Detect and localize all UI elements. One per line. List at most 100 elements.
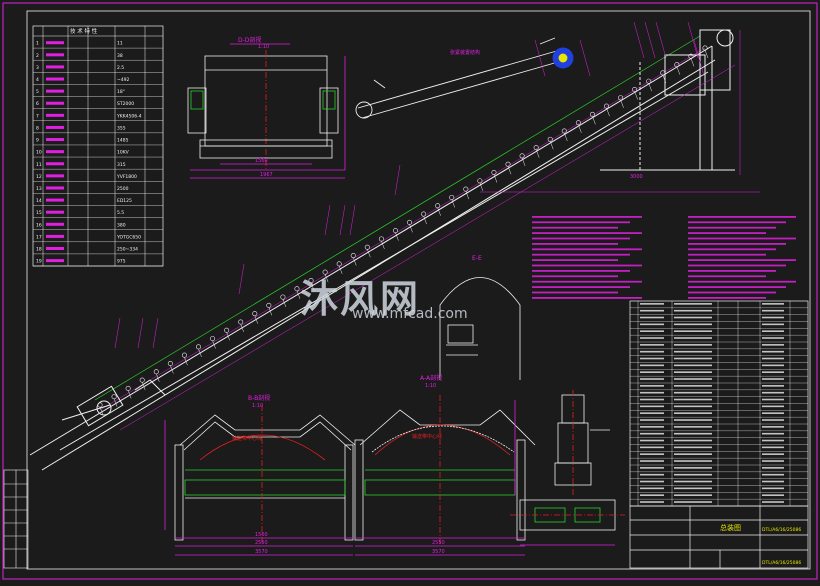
tech-table-header: 技 术 特 性 <box>70 27 98 35</box>
dim-dd-2: 1967 <box>260 172 273 178</box>
title-code: DTL/A6/16/25086 <box>762 527 801 533</box>
tech-row-label <box>46 53 64 57</box>
tech-row-value: 975 <box>117 259 126 265</box>
tech-row-label <box>46 65 64 69</box>
tech-row-value: 250~334 <box>117 247 138 253</box>
svg-text:张紧装置结构: 张紧装置结构 <box>450 49 480 56</box>
view-aa: A-A剖视 1:10 输送带中心线 2550 3570 <box>354 374 536 556</box>
main-conveyor: 3000 <box>29 29 760 471</box>
svg-text:输送带中心线: 输送带中心线 <box>232 435 262 442</box>
idler <box>294 286 300 292</box>
view-ee: E-E <box>439 255 521 380</box>
idler <box>435 203 441 209</box>
view-bb-scale: 1:10 <box>252 403 263 409</box>
tech-row-value: 2500 <box>117 186 129 192</box>
tech-row-label <box>46 234 64 238</box>
idler <box>252 311 258 317</box>
tech-row-label <box>46 125 64 129</box>
view-dd-title: D-D剖视 <box>238 36 261 44</box>
idler <box>632 87 638 93</box>
tech-row-no: 11 <box>36 162 42 168</box>
idler <box>407 219 413 225</box>
view-dd: D-D剖视 1:10 1560 1967 <box>187 36 346 179</box>
tech-row-value: 315 <box>117 162 126 168</box>
tech-row-no: 15 <box>36 210 42 216</box>
tech-row-value: 355 <box>117 125 126 131</box>
tech-row-label <box>46 150 64 154</box>
dim-bb-1: 1560 <box>255 532 268 538</box>
view-aa-title: A-A剖视 <box>420 374 442 382</box>
tech-row-no: 10 <box>36 150 42 156</box>
tech-row-label <box>46 222 64 226</box>
tech-row-no: 8 <box>36 125 39 131</box>
idler <box>477 178 483 184</box>
tech-row-no: 4 <box>36 77 39 83</box>
tech-row-value: 380 <box>117 222 126 228</box>
tech-row-label <box>46 162 64 166</box>
tech-row-value: 5.5 <box>117 210 124 216</box>
view-bb-title: B-B剖视 <box>248 394 270 402</box>
tech-row-label <box>46 138 64 142</box>
tech-row-no: 17 <box>36 234 42 240</box>
tech-row-value: YOTGC650 <box>116 234 141 240</box>
tech-row-value: 11 <box>117 41 123 47</box>
tech-row-value: 18° <box>117 89 125 95</box>
part-balloons <box>114 164 401 349</box>
tech-row-label <box>46 113 64 117</box>
idler <box>238 319 244 325</box>
tech-row-label <box>46 247 64 251</box>
tech-row-label <box>46 89 64 93</box>
drive-unit <box>510 390 625 546</box>
dim-dd-1: 1560 <box>255 158 268 164</box>
tech-row-value: YKK4506-4 <box>116 113 142 119</box>
dim-aa-1: 2550 <box>432 540 445 546</box>
idler <box>646 78 652 84</box>
view-ee-title: E-E <box>472 255 482 262</box>
inner-border <box>26 10 811 570</box>
idler <box>280 294 286 300</box>
idler <box>392 228 398 234</box>
tech-row-no: 7 <box>36 113 39 119</box>
idler <box>421 211 427 217</box>
tech-row-value: 2.5 <box>117 65 124 71</box>
idler <box>660 70 666 76</box>
watermark-url: www.mfcad.com <box>352 306 468 322</box>
title-block: 总装图 DTL/A6/16/25086 DTL/A6/16/25086 <box>629 505 809 569</box>
idler <box>350 253 356 259</box>
view-aa-scale: 1:10 <box>425 383 436 389</box>
tech-row-label <box>46 186 64 190</box>
technical-notes <box>532 216 796 299</box>
tech-row-label <box>46 101 64 105</box>
revision-table <box>3 469 29 569</box>
idler <box>139 377 145 383</box>
tensioner-assembly: 张紧装置结构 <box>355 37 574 119</box>
tech-row-label <box>46 174 64 178</box>
tech-row-value: 38 <box>117 53 123 59</box>
top-balloons <box>534 21 705 77</box>
idler <box>463 186 469 192</box>
idler <box>449 194 455 200</box>
dim-bb-2: 2550 <box>255 540 268 546</box>
tech-row-no: 19 <box>36 259 42 265</box>
tech-row-label <box>46 210 64 214</box>
tech-row-label <box>46 41 64 45</box>
tech-row-no: 1 <box>36 41 39 47</box>
tech-row-value: ED125 <box>117 198 132 204</box>
idler <box>153 369 159 375</box>
view-bb: B-B剖视 1:10 输送带中心线 1560 2550 3570 <box>164 394 356 556</box>
tech-row-no: 6 <box>36 101 39 107</box>
idler <box>210 336 216 342</box>
idler <box>167 360 173 366</box>
idler <box>125 385 131 391</box>
tech-row-no: 5 <box>36 89 39 95</box>
tech-row-value: 10KV <box>117 150 130 156</box>
tech-row-value: 1485 <box>117 138 129 144</box>
idler <box>336 261 342 267</box>
tech-row-value: ST2000 <box>117 101 134 107</box>
tech-row-no: 3 <box>36 65 39 71</box>
title-main: 总装图 <box>720 523 741 532</box>
idler <box>224 327 230 333</box>
